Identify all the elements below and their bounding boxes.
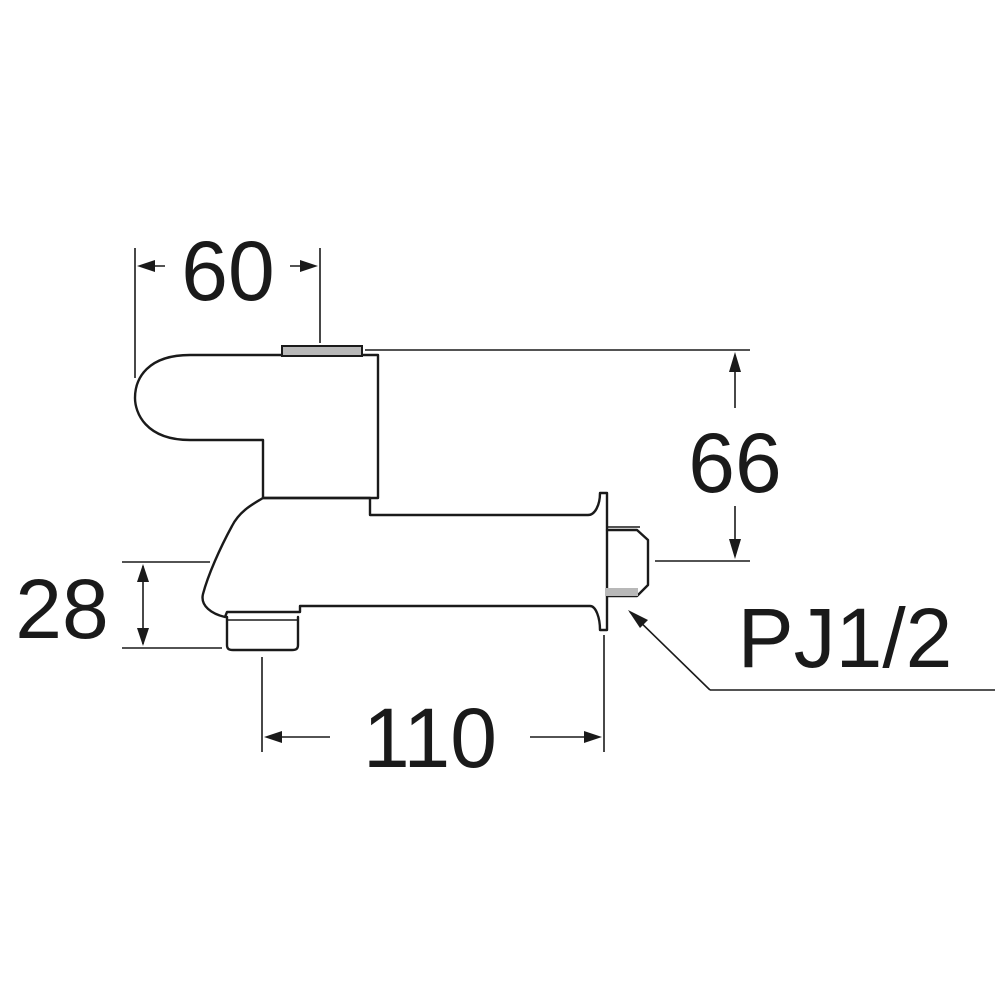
handle-cap <box>281 345 363 357</box>
thread-leader: PJ1/2 <box>628 591 995 691</box>
dimension-110: 110 <box>261 635 605 785</box>
spout-body <box>201 491 609 632</box>
dimension-28: 28 <box>15 561 222 656</box>
dimension-110-label: 110 <box>363 691 497 785</box>
dimension-60-label: 60 <box>181 224 274 318</box>
dimension-66: 66 <box>365 349 782 562</box>
lever-handle <box>133 353 380 500</box>
dimension-60: 60 <box>134 224 321 378</box>
thread-connector <box>605 528 650 598</box>
thread-label: PJ1/2 <box>738 591 953 685</box>
dimension-66-label: 66 <box>688 416 781 510</box>
spout-outlet <box>225 615 300 652</box>
faucet-body <box>133 345 650 652</box>
dimension-28-label: 28 <box>15 562 108 656</box>
